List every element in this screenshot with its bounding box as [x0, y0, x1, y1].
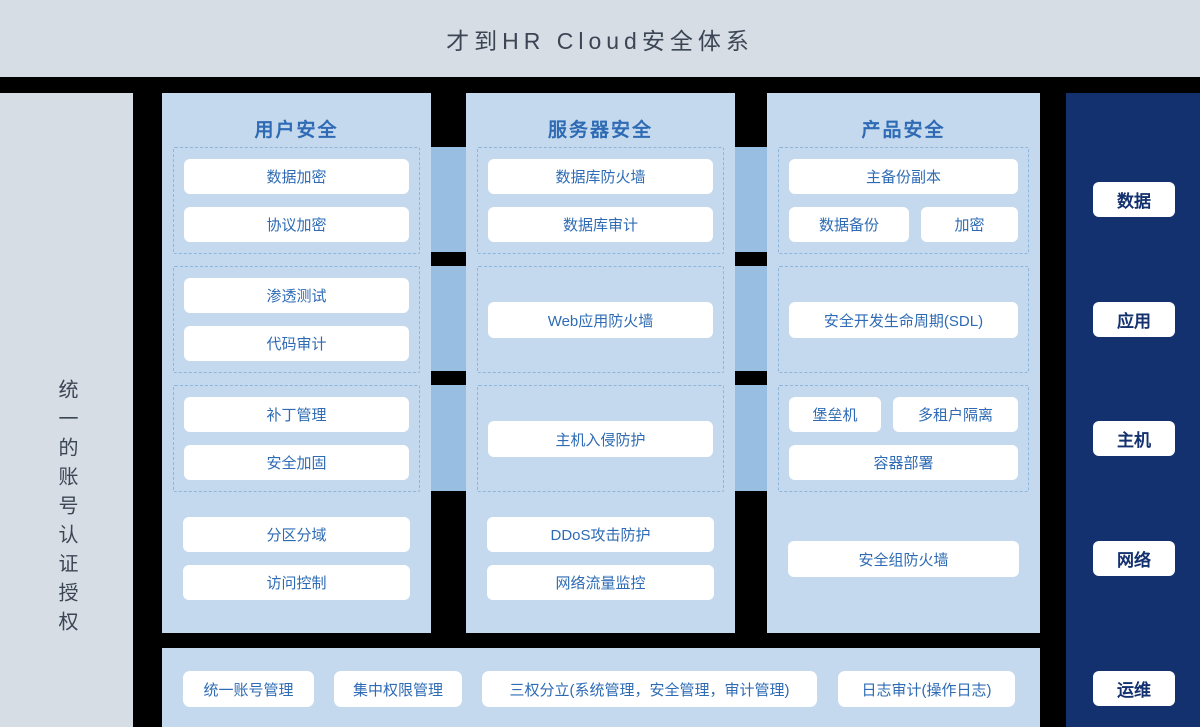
security-item: 安全组防火墙: [788, 541, 1019, 577]
layer-item-app: 应用: [1093, 302, 1175, 337]
column-header: 产品安全: [861, 120, 946, 141]
security-item: DDoS攻击防护: [487, 517, 714, 552]
security-item: 堡垒机: [789, 397, 881, 432]
security-group: 主机入侵防护: [477, 385, 724, 492]
security-group: 补丁管理 安全加固: [173, 385, 420, 492]
security-item: 安全加固: [184, 445, 409, 480]
security-item: 分区分域: [183, 517, 410, 552]
page-title: 才到HR Cloud安全体系: [446, 27, 754, 54]
security-item: 数据加密: [184, 159, 409, 194]
connector-strip: [429, 385, 468, 491]
security-item: 网络流量监控: [487, 565, 714, 600]
bottom-bar-item: 日志审计(操作日志): [838, 671, 1015, 707]
connector-strip: [429, 147, 468, 252]
security-footer-section: 分区分域 访问控制: [173, 491, 420, 633]
security-item: 容器部署: [789, 445, 1018, 480]
connector-strip: [733, 385, 769, 491]
right-sidebar-layers: 数据 应用 主机 网络 运维: [1066, 93, 1200, 727]
layer-item-ops: 运维: [1093, 671, 1175, 706]
unified-account-auth-label: 统一的账号认证授权: [55, 379, 77, 640]
bottom-bar-item: 统一账号管理: [183, 671, 314, 707]
layer-item-network: 网络: [1093, 541, 1175, 576]
security-item: 加密: [921, 207, 1018, 242]
security-item: 渗透测试: [184, 278, 409, 313]
security-item: 协议加密: [184, 207, 409, 242]
bottom-bar-account-governance: 统一账号管理 集中权限管理 三权分立(系统管理，安全管理，审计管理) 日志审计(…: [162, 648, 1040, 727]
security-item: 多租户隔离: [893, 397, 1018, 432]
security-group: 安全开发生命周期(SDL): [778, 266, 1029, 373]
bottom-bar-item: 集中权限管理: [334, 671, 462, 707]
connector-strip: [429, 266, 468, 371]
column-user-security: 用户安全 数据加密 协议加密 渗透测试 代码审计 补丁管理 安全加固 分区分域 …: [162, 93, 431, 633]
security-item: 主机入侵防护: [488, 421, 713, 457]
left-sidebar-unified-auth: 统一的账号认证授权: [0, 93, 133, 727]
security-group: 主备份副本 数据备份 加密: [778, 147, 1029, 254]
connector-strip: [733, 266, 769, 371]
security-group: Web应用防火墙: [477, 266, 724, 373]
security-item: 数据库审计: [488, 207, 713, 242]
security-item: Web应用防火墙: [488, 302, 713, 338]
title-bar: 才到HR Cloud安全体系: [0, 0, 1200, 77]
security-item: 补丁管理: [184, 397, 409, 432]
column-product-security: 产品安全 主备份副本 数据备份 加密 安全开发生命周期(SDL) 堡垒机 多租户…: [767, 93, 1040, 633]
security-item: 主备份副本: [789, 159, 1018, 194]
security-item: 访问控制: [183, 565, 410, 600]
security-group: 数据加密 协议加密: [173, 147, 420, 254]
column-header: 服务器安全: [547, 120, 653, 141]
column-header: 用户安全: [254, 120, 339, 141]
security-group: 数据库防火墙 数据库审计: [477, 147, 724, 254]
layer-item-data: 数据: [1093, 182, 1175, 217]
security-group: 堡垒机 多租户隔离 容器部署: [778, 385, 1029, 492]
security-footer-section: 安全组防火墙: [778, 491, 1029, 633]
layer-item-host: 主机: [1093, 421, 1175, 456]
security-item: 数据备份: [789, 207, 909, 242]
security-item: 安全开发生命周期(SDL): [789, 302, 1018, 338]
bottom-bar-item: 三权分立(系统管理，安全管理，审计管理): [482, 671, 817, 707]
security-footer-section: DDoS攻击防护 网络流量监控: [477, 491, 724, 633]
security-item: 数据库防火墙: [488, 159, 713, 194]
security-group: 渗透测试 代码审计: [173, 266, 420, 373]
column-server-security: 服务器安全 数据库防火墙 数据库审计 Web应用防火墙 主机入侵防护 DDoS攻…: [466, 93, 735, 633]
security-item: 代码审计: [184, 326, 409, 361]
connector-strip: [733, 147, 769, 252]
